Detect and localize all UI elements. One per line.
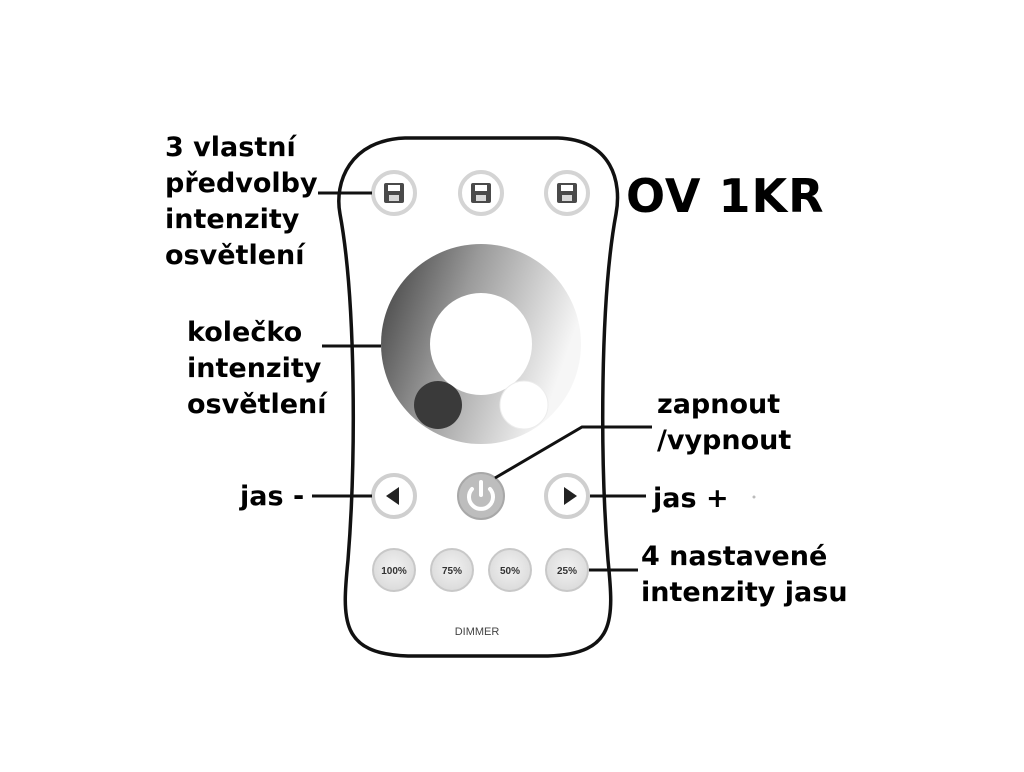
- brightness-up-annotation: jas +: [653, 483, 729, 514]
- memory-annotation: 3 vlastní předvolby intenzity osvětlení: [165, 130, 318, 274]
- annotation-line: zapnout: [657, 389, 781, 420]
- preset-label: 50%: [500, 566, 520, 577]
- preset-label: 100%: [381, 566, 407, 577]
- annotation-line: intenzity: [187, 353, 322, 384]
- arrow-right-icon: [564, 487, 577, 505]
- brand-label: DIMMER: [455, 626, 500, 638]
- annotation-line: předvolby: [165, 168, 318, 199]
- memory-button-2[interactable]: [458, 170, 504, 216]
- memory-button-1[interactable]: [371, 170, 417, 216]
- preset-label: 25%: [557, 566, 577, 577]
- annotation-line: /vypnout: [657, 425, 792, 456]
- annotation-line: intenzity jasu: [641, 577, 848, 608]
- annotation-line: 3 vlastní: [165, 132, 296, 163]
- leader-power: [494, 425, 652, 480]
- brightness-down-button[interactable]: [371, 473, 417, 519]
- arrow-left-icon: [386, 487, 399, 505]
- power-icon: [467, 480, 495, 511]
- preset-label: 75%: [442, 566, 462, 577]
- product-title: OV 1KR: [626, 169, 825, 223]
- wheel-annotation: kolečko intenzity osvětlení: [187, 315, 326, 423]
- preset-button-75[interactable]: 75%: [430, 548, 474, 592]
- save-icon: [557, 183, 577, 203]
- power-annotation: zapnout /vypnout: [657, 387, 791, 459]
- annotation-line: kolečko: [187, 317, 303, 348]
- memory-button-3[interactable]: [544, 170, 590, 216]
- brightness-up-button[interactable]: [544, 473, 590, 519]
- annotation-line: osvětlení: [165, 240, 305, 271]
- preset-button-25[interactable]: 25%: [545, 548, 589, 592]
- preset-button-100[interactable]: 100%: [372, 548, 416, 592]
- annotation-line: 4 nastavené: [641, 541, 828, 572]
- presets-annotation: 4 nastavené intenzity jasu: [641, 539, 848, 611]
- intensity-wheel[interactable]: [381, 244, 581, 444]
- annotation-line: osvětlení: [187, 389, 327, 420]
- power-button[interactable]: [457, 472, 505, 520]
- preset-button-50[interactable]: 50%: [488, 548, 532, 592]
- save-icon: [384, 183, 404, 203]
- stray-dot: [752, 495, 756, 499]
- save-icon: [471, 183, 491, 203]
- annotation-line: intenzity: [165, 204, 300, 235]
- brightness-down-annotation: jas -: [240, 481, 305, 512]
